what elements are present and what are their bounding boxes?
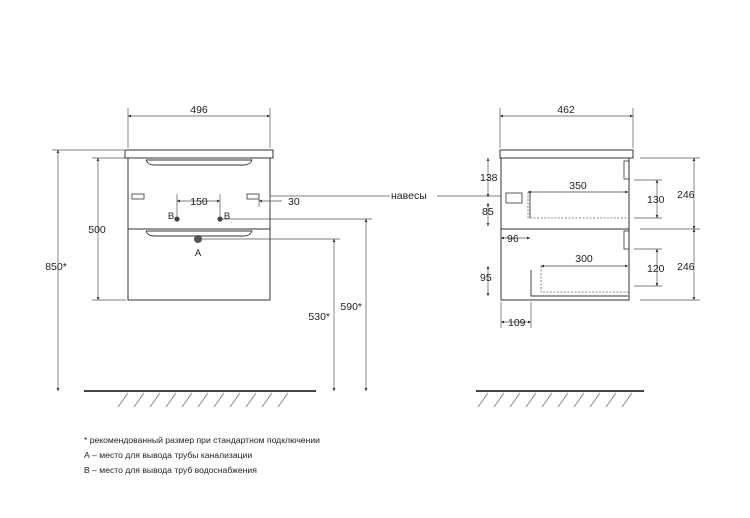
dim-depth-label: 462 (557, 104, 575, 116)
dim-upper-drawer-height-label: 130 (647, 194, 665, 206)
side-dimension-labels: 462 138 350 130 246 85 96 300 120 246 95… (480, 104, 695, 329)
dim-pipe-spacing-label: 150 (190, 196, 208, 208)
dim-width-label: 496 (190, 104, 208, 116)
marker-b-left: B (168, 211, 174, 222)
side-dimensions (486, 108, 700, 328)
dim-drain-height-label: 530* (308, 311, 330, 323)
legend-b: В – место для вывода труб водоснабжения (84, 465, 257, 475)
dim-lower-drawer-height-label: 120 (647, 263, 665, 275)
dim-lower-drawer-depth-label: 300 (575, 253, 593, 265)
floor-left (84, 390, 316, 408)
marker-b-right: B (224, 211, 230, 222)
dim-total-height-label: 850* (45, 261, 67, 273)
dim-side-offset-label: 30 (288, 196, 300, 208)
pipe-outlets (174, 216, 223, 243)
front-fitting-left (131, 193, 145, 200)
front-countertop (124, 149, 274, 159)
upper-drawer-handle (145, 159, 253, 166)
lower-drawer-handle (145, 230, 253, 237)
dim-bottom-offset-label: 109 (508, 317, 526, 329)
dim-lower-section-label: 246 (677, 261, 695, 273)
front-dimension-labels: 496 500 850* 150 30 530* 590* B B A (45, 104, 362, 323)
supply-outlet-right (217, 216, 223, 222)
front-view (124, 149, 274, 301)
side-view (499, 149, 634, 301)
drain-outlet (194, 235, 202, 243)
dim-upper-section-label: 246 (677, 189, 695, 201)
dim-top-offset-label: 138 (480, 172, 498, 184)
legend-a: А – место для вывода трубы канализации (84, 450, 253, 460)
side-drawer-sides (529, 192, 628, 297)
hinges-callout: навесы (270, 190, 525, 202)
hinges-label: навесы (391, 190, 427, 202)
floor-right (476, 390, 644, 408)
dim-supply-height-label: 590* (340, 301, 362, 313)
side-countertop (499, 149, 634, 159)
dim-lower-offset-label: 95 (480, 272, 492, 284)
dim-hinge-offset-label: 85 (482, 206, 494, 218)
front-dimensions (52, 108, 372, 392)
dim-upper-drawer-depth-label: 350 (569, 180, 587, 192)
legend-note: * рекомендованный размер при стандартном… (84, 435, 320, 445)
dim-height-label: 500 (88, 224, 106, 236)
dim-back-gap-label: 96 (507, 233, 519, 245)
supply-outlet-left (174, 216, 180, 222)
side-hinge (505, 192, 523, 204)
marker-a: A (195, 248, 202, 259)
